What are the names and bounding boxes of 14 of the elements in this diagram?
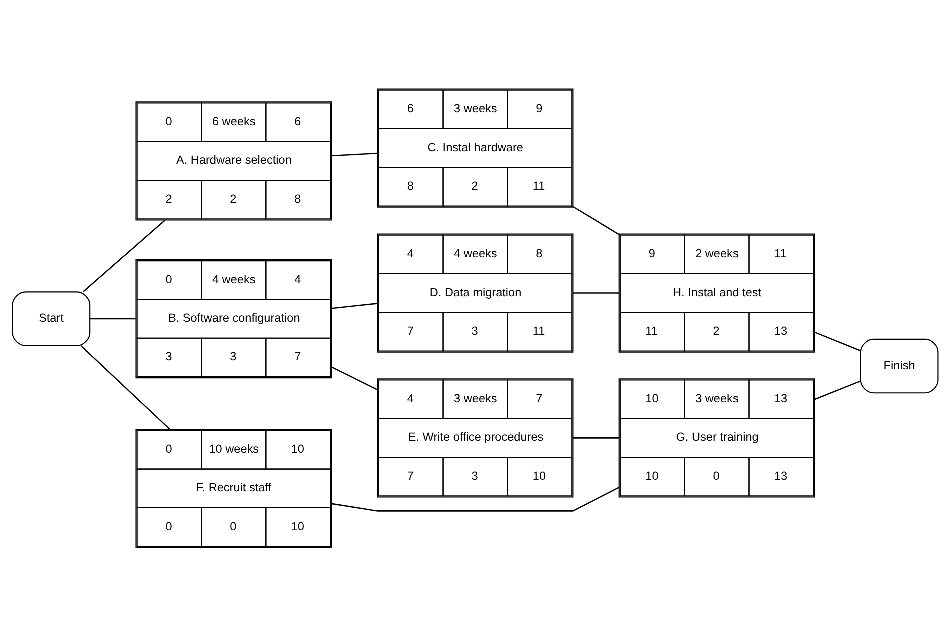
connector bbox=[572, 206, 620, 236]
connector bbox=[332, 487, 620, 512]
connector bbox=[573, 438, 620, 439]
connector bbox=[331, 366, 378, 391]
connector bbox=[814, 380, 861, 400]
connector bbox=[332, 303, 378, 310]
connector bbox=[83, 220, 166, 292]
connector bbox=[814, 332, 861, 352]
connector bbox=[90, 318, 136, 320]
connector bbox=[573, 292, 620, 294]
node-box: Start bbox=[12, 292, 91, 346]
connector bbox=[80, 345, 170, 430]
node-box: Finish bbox=[860, 338, 939, 394]
connector bbox=[332, 152, 378, 157]
